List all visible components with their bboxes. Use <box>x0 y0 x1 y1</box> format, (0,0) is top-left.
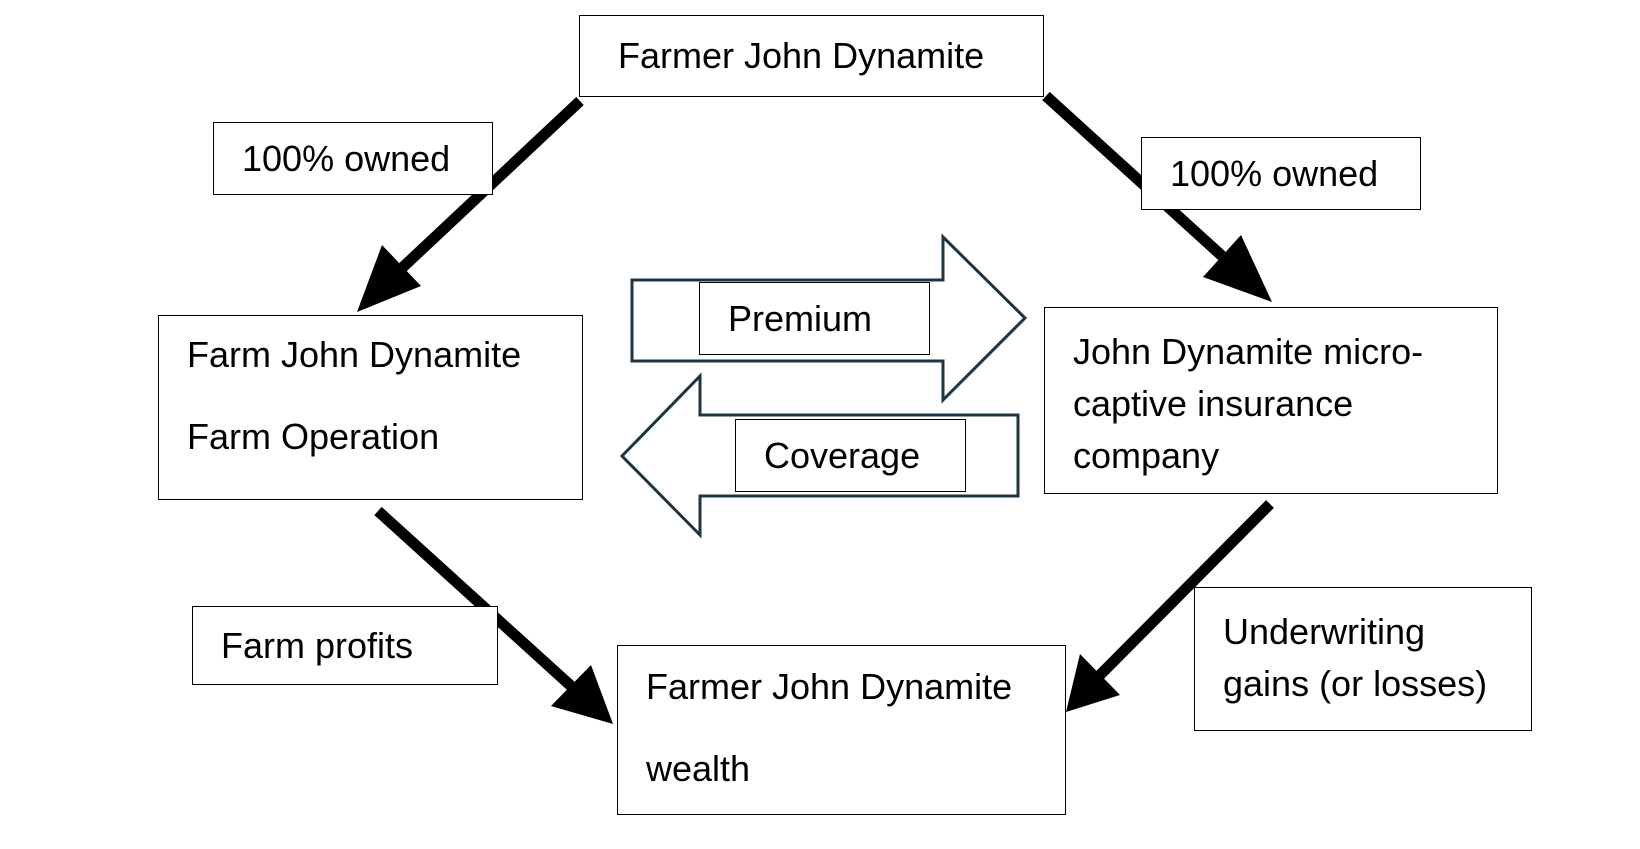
node-wealth-line2: wealth <box>646 748 751 789</box>
node-farm-operation: Farm John Dynamite Farm Operation <box>158 315 583 500</box>
node-captive-line2: captive insurance <box>1073 383 1354 424</box>
label-underwriting-line2: gains (or losses) <box>1223 663 1488 704</box>
label-premium-text: Premium <box>728 297 873 339</box>
label-owned-right-text: 100% owned <box>1170 152 1379 194</box>
arrow-captive-to-wealth <box>1066 500 1274 712</box>
node-farm-line2: Farm Operation <box>187 416 440 457</box>
label-farm-profits-text: Farm profits <box>221 624 414 666</box>
label-underwriting: Underwriting gains (or losses) <box>1194 587 1532 731</box>
node-captive-line1: John Dynamite micro- <box>1073 331 1424 372</box>
label-farm-profits: Farm profits <box>192 606 498 685</box>
label-owned-left-text: 100% owned <box>242 137 451 179</box>
node-owner-label: Farmer John Dynamite <box>618 35 985 77</box>
label-underwriting-line1: Underwriting <box>1223 611 1426 652</box>
label-owned-right: 100% owned <box>1141 137 1421 210</box>
arrow-farm-to-wealth <box>374 506 613 724</box>
node-captive-insurer: John Dynamite micro- captive insurance c… <box>1044 307 1498 494</box>
label-owned-left: 100% owned <box>213 122 493 195</box>
label-premium: Premium <box>699 282 930 355</box>
node-wealth-line1: Farmer John Dynamite <box>646 666 1013 707</box>
node-owner: Farmer John Dynamite <box>579 15 1044 97</box>
label-coverage: Coverage <box>735 419 966 492</box>
node-captive-line3: company <box>1073 435 1220 476</box>
label-coverage-text: Coverage <box>764 434 921 476</box>
node-farm-line1: Farm John Dynamite <box>187 334 522 375</box>
arrow-owner-to-captive <box>1042 91 1272 302</box>
node-wealth: Farmer John Dynamite wealth <box>617 645 1066 815</box>
